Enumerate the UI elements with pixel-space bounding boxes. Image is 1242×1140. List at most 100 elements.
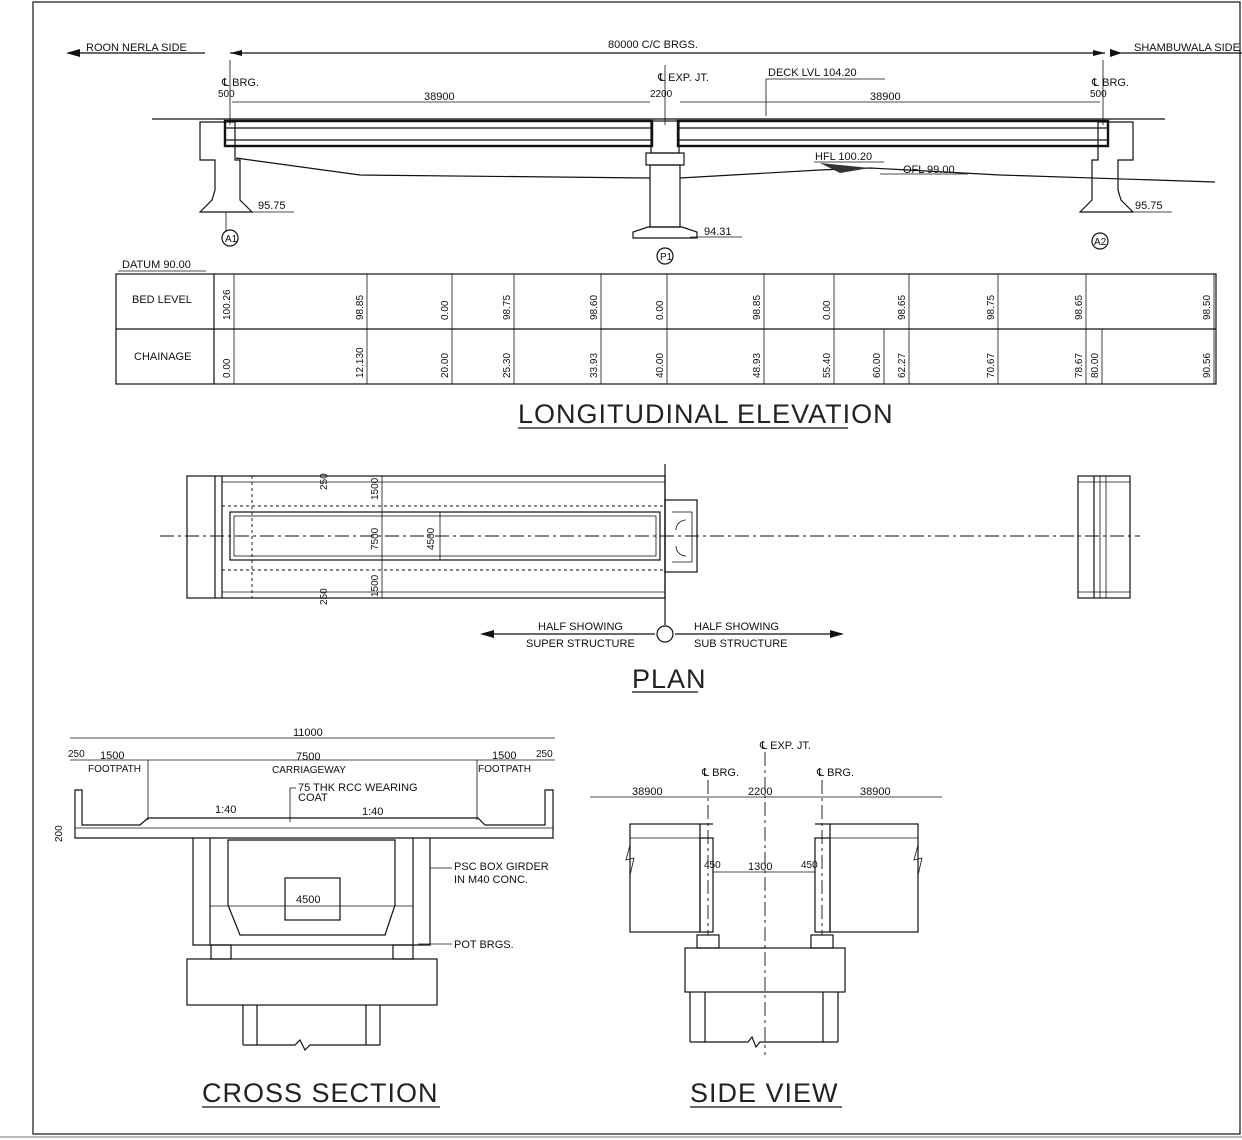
cs-box-w: 4500 <box>296 894 320 906</box>
exp-jt-label: ℄ EXP. JT. <box>657 72 709 84</box>
cs-pot: POT BRGS. <box>454 939 514 951</box>
chainage-value: 78.67 <box>1074 353 1085 378</box>
p1-marker <box>656 247 674 265</box>
chainage-value: 55.40 <box>822 353 833 378</box>
a1-level: 95.75 <box>258 200 286 212</box>
a1-marker <box>221 229 239 247</box>
sv-450-right: 450 <box>801 860 818 871</box>
sv-1300: 1300 <box>748 861 772 873</box>
chainage-value: 25.30 <box>502 353 513 378</box>
cross-section: 11000 250 250 1500 FOOTPATH 7500 CARRIAG… <box>54 727 555 1108</box>
bed-level-value: 98.75 <box>986 295 997 320</box>
chainage-value: 80.00 <box>1090 353 1101 378</box>
cs-fp-left-w: 1500 <box>100 750 124 762</box>
cs-edge-left: 250 <box>68 749 85 760</box>
half-super-arrowhead <box>480 630 494 638</box>
dim-arrow-right <box>1093 50 1105 56</box>
sv-girder-left <box>629 823 701 933</box>
plan-title: PLAN <box>632 664 707 694</box>
sv-bearing-right <box>810 934 834 949</box>
sv-pier-break <box>690 1035 838 1049</box>
cs-wearing-leader <box>289 787 296 822</box>
cs-bearing-left <box>210 944 232 960</box>
plan-pier-inner <box>672 511 693 563</box>
cs-box-void <box>227 839 396 936</box>
chainage-value: 12.130 <box>355 347 366 378</box>
span2-label: 38900 <box>870 91 901 103</box>
bed-level-value: 98.75 <box>502 295 513 320</box>
sheet-border <box>32 1 1241 1135</box>
elevation-title: LONGITUDINAL ELEVATION <box>518 399 894 429</box>
half-sub-line1: HALF SHOWING <box>694 621 779 633</box>
plan-pier-curve <box>675 519 687 557</box>
sv-break-right <box>913 844 923 876</box>
hfl-label: HFL 100.20 <box>815 151 872 163</box>
cs-pier-cap <box>186 958 438 1006</box>
deck-span2 <box>676 119 1110 148</box>
half-sub-arrowhead <box>830 630 844 638</box>
row-chainage-label: CHAINAGE <box>134 351 191 363</box>
cs-slope-left: 1:40 <box>215 804 236 816</box>
bed-level-value: 98.60 <box>589 295 600 320</box>
deck-span1 <box>223 119 654 148</box>
plan-dim-250-bot: 250 <box>319 588 330 605</box>
cs-depth: 200 <box>54 825 65 842</box>
cs-wearing-1: 75 THK RCC WEARING <box>298 782 418 794</box>
sv-450-left: 450 <box>704 860 721 871</box>
ground-profile-left <box>235 157 651 179</box>
chainage-value: 0.00 <box>222 358 233 378</box>
sv-pier-cap <box>684 947 846 993</box>
a2-label: A2 <box>1094 237 1107 248</box>
sv-brg-right: ℄ BRG. <box>816 767 854 779</box>
sv-bearing-left <box>696 934 720 949</box>
cs-box-outer <box>192 838 431 946</box>
sv-span-left: 38900 <box>632 786 663 798</box>
plan-dim-1500-top: 1500 <box>370 477 381 500</box>
pier-cap <box>650 120 680 154</box>
cs-overall: 11000 <box>293 727 323 739</box>
p1-label: P1 <box>660 252 673 263</box>
chainage-value: 62.27 <box>897 353 908 378</box>
a2-level: 95.75 <box>1135 200 1163 212</box>
cs-deck-slab <box>74 789 554 839</box>
sv-gap: 2200 <box>748 786 772 798</box>
pier-footing <box>632 226 698 239</box>
right-side-label: SHAMBUWALA SIDE <box>1134 42 1240 54</box>
plan-dim-1500-bot: 1500 <box>370 574 381 597</box>
cs-carriageway: CARRIAGEWAY <box>272 765 346 776</box>
plan-dim-7500: 7500 <box>370 527 381 550</box>
exp-jt-gap: 2200 <box>650 89 673 100</box>
cs-footpath-right: FOOTPATH <box>478 764 531 775</box>
bed-level-value: 98.65 <box>1074 295 1085 320</box>
half-sub-line2: SUB STRUCTURE <box>694 638 788 650</box>
brg-label-a2: ℄ BRG. <box>1091 77 1129 89</box>
plan-dim-250-top: 250 <box>319 473 330 490</box>
cs-footpath-left: FOOTPATH <box>88 764 141 775</box>
chainage-value: 70.67 <box>986 353 997 378</box>
cs-box-webs <box>209 838 414 945</box>
cs-edge-right: 250 <box>536 749 553 760</box>
cs-cw-w: 7500 <box>296 751 320 763</box>
right-side-arrowhead <box>1110 49 1122 57</box>
dim-arrow-left <box>230 50 242 56</box>
chainage-value: 40.00 <box>655 353 666 378</box>
sv-brg-left: ℄ BRG. <box>701 767 739 779</box>
sv-pier-shaft <box>689 992 839 1042</box>
chainage-value: 48.93 <box>752 353 763 378</box>
abutment-a2 <box>1078 121 1135 213</box>
a1-label: A1 <box>225 234 238 245</box>
longitudinal-elevation: ROON NERLA SIDE 80000 C/C BRGS. SHAMBUWA… <box>66 39 1242 429</box>
sv-girder-right <box>829 823 919 933</box>
cs-fp-right-w: 1500 <box>492 750 516 762</box>
span1-label: 38900 <box>424 91 455 103</box>
row-bed-label: BED LEVEL <box>132 294 192 306</box>
bed-level-value: 0.00 <box>655 300 666 320</box>
chainage-value: 90.56 <box>1202 353 1213 378</box>
cs-wearing-2: COAT <box>298 792 328 804</box>
chainage-value: 33.93 <box>589 353 600 378</box>
plan-view: 250 1500 7500 4500 1500 250 HALF SHOWING… <box>160 464 1140 694</box>
half-super-line1: HALF SHOWING <box>538 621 623 633</box>
